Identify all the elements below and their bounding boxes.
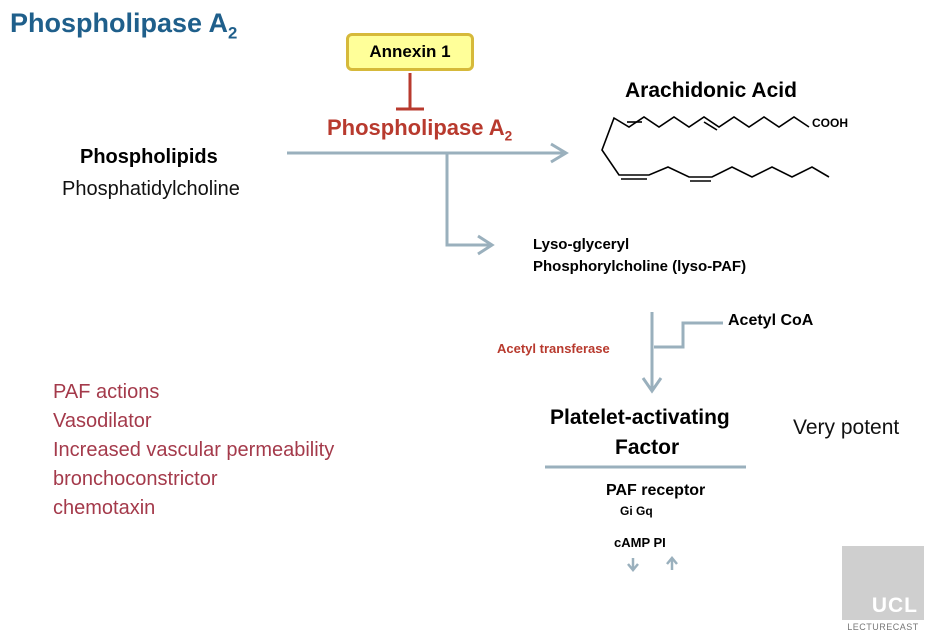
g-protein-label: Gi Gq [620, 504, 653, 518]
camp-down-arrowhead [627, 563, 639, 572]
paf-actions-heading: PAF actions [53, 381, 160, 403]
paf-action-item: Increased vascular permeability [53, 439, 335, 461]
second-messenger-label: cAMP PI [614, 535, 666, 550]
logo-sub-text: LECTURECAST [842, 620, 924, 634]
substrate-name: Phospholipids [80, 146, 218, 168]
acetyl-coa-label: Acetyl CoA [728, 312, 814, 329]
arachidonic-acid-title: Arachidonic Acid [625, 79, 797, 102]
lyso-paf-line2: Phosphorylcholine (lyso-PAF) [533, 258, 747, 275]
branch-arrowhead [477, 234, 495, 256]
annexin-box: Annexin 1 [346, 33, 474, 71]
paf-action-item: chemotaxin [53, 497, 156, 519]
paf-title-line2: Factor [615, 436, 680, 459]
arachidonic-acid-structure [601, 116, 830, 182]
paf-action-item: Vasodilator [53, 410, 152, 432]
pi-up-arrowhead [666, 556, 678, 565]
branch-arrow [445, 153, 490, 247]
annexin-label: Annexin 1 [369, 42, 451, 61]
lyso-paf-line1: Lyso-glyceryl [533, 236, 630, 253]
logo-main-text: UCL [871, 594, 918, 617]
cooh-group: COOH [812, 116, 848, 130]
main-arrowhead [550, 142, 569, 164]
paf-receptor-label: PAF receptor [606, 482, 706, 499]
paf-actions-list: PAF actions Vasodilator Increased vascul… [53, 378, 334, 523]
slide-title: Phospholipase A2 [10, 8, 238, 43]
acetyl-coa-input [654, 321, 723, 349]
ucl-lecturecast-logo: UCL LECTURECAST [842, 546, 924, 634]
paf-note: Very potent [793, 416, 900, 439]
paf-action-item: bronchoconstrictor [53, 468, 218, 490]
substrate-example: Phosphatidylcholine [62, 178, 240, 200]
enzyme-label: Phospholipase A2 [327, 115, 513, 144]
paf-title-line1: Platelet-activating [550, 406, 730, 429]
acetylation-arrowhead [641, 377, 663, 394]
acetyl-transferase-label: Acetyl transferase [497, 341, 610, 356]
